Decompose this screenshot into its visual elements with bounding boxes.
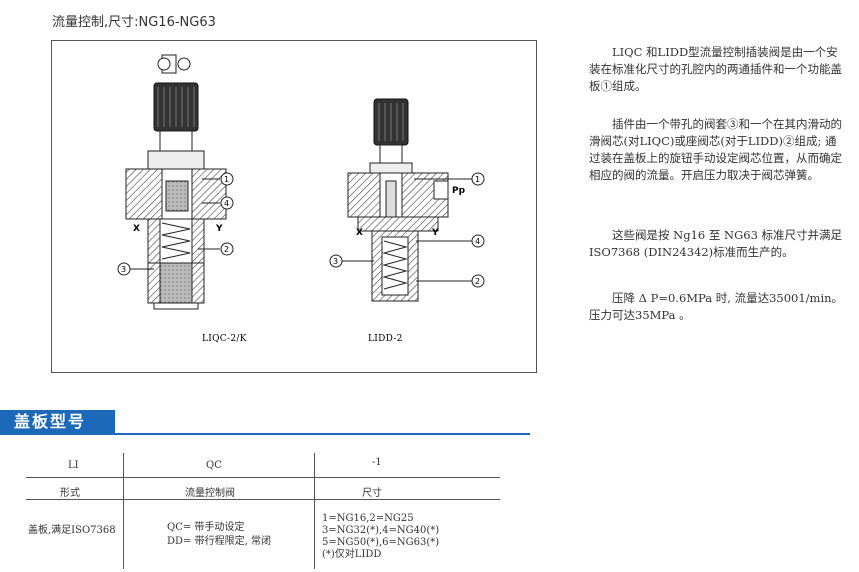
callout-4b: 4 <box>475 237 480 246</box>
callout-4: 4 <box>224 199 229 208</box>
lidd-callouts: 1 3 4 2 <box>329 172 485 288</box>
code-size: -1 <box>372 457 382 468</box>
callout-3: 3 <box>121 265 126 274</box>
model-table: LI QC -1 形式 流量控制阀 尺寸 盖板,满足ISO7368 QC= 带手… <box>0 447 500 572</box>
valve-figure: 1 4 2 3 X Y LIQC-2/K <box>51 40 537 373</box>
row-size-3: 5=NG50(*),6=NG63(*) <box>322 537 440 548</box>
header-control: 流量控制阀 <box>185 488 235 499</box>
code-control: QC <box>206 460 222 471</box>
right-figure-label: LIDD-2 <box>368 334 403 344</box>
port-x-label: X <box>133 224 140 234</box>
port-pp-label: Pp <box>452 186 466 196</box>
description-paragraph-3: 这些阀是按 Ng16 至 NG63 标准尺寸并满足 ISO7368 (DIN24… <box>589 228 843 259</box>
page-title: 流量控制,尺寸:NG16-NG63 <box>52 15 216 30</box>
callout-2b: 2 <box>475 277 480 286</box>
description-paragraph-1: LIQC 和LIDD型流量控制插装阀是由一个安装在标准化尺寸的孔腔内的两通插件和… <box>589 45 842 93</box>
port-y2-label: Y <box>431 228 439 238</box>
row-form: 盖板,满足ISO7368 <box>28 525 116 536</box>
left-figure-label: LIQC-2/K <box>202 334 247 344</box>
section-heading: 盖板型号 <box>0 410 115 433</box>
header-form: 形式 <box>60 488 80 499</box>
row-size: 1=NG16,2=NG25 3=NG32(*),4=NG40(*) 5=NG50… <box>322 513 439 561</box>
port-x2-label: X <box>356 228 363 238</box>
liqc-callouts: 1 4 2 3 <box>117 172 234 276</box>
valve-diagram: 1 4 2 3 X Y LIQC-2/K <box>117 54 485 344</box>
liqc-valve-drawing <box>125 54 227 310</box>
header-size: 尺寸 <box>362 488 382 499</box>
row-size-2: 3=NG32(*),4=NG40(*) <box>322 525 440 536</box>
description-paragraph-2: 插件由一个带孔的阀套③和一个在其内滑动的滑阀芯(对LIQC)或座阀芯(对于LID… <box>589 117 842 182</box>
row-size-note: (*)仅对LIDD <box>322 549 382 560</box>
lidd-valve-drawing <box>342 98 472 302</box>
callout-1b: 1 <box>475 175 480 184</box>
row-control-qc: QC= 带手动设定 <box>167 522 245 533</box>
callout-1: 1 <box>224 175 229 184</box>
heading-rule <box>0 433 530 435</box>
callout-3b: 3 <box>333 257 338 266</box>
description-paragraph-4: 压降 Δ P=0.6MPa 时, 流量达35001/min。压力可达35MPa … <box>589 291 844 322</box>
row-control: QC= 带手动设定 DD= 带行程限定, 常闭 <box>167 521 271 549</box>
port-y-label: Y <box>215 224 223 234</box>
callout-2: 2 <box>224 245 229 254</box>
row-control-dd: DD= 带行程限定, 常闭 <box>167 536 271 547</box>
code-form: LI <box>68 460 79 471</box>
row-size-1: 1=NG16,2=NG25 <box>322 513 414 524</box>
